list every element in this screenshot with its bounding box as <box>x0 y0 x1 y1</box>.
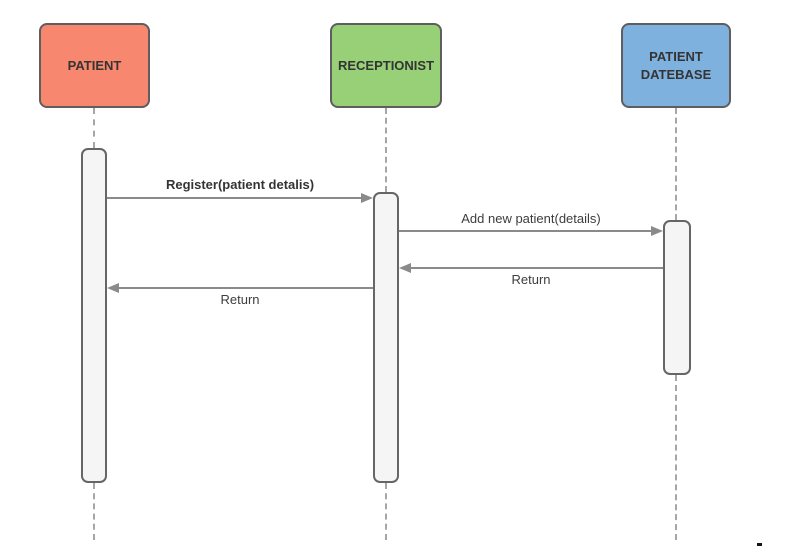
actor-box-patient-datebase[interactable]: PATIENT DATEBASE <box>621 23 731 108</box>
actor-label-patient: PATIENT <box>67 57 122 73</box>
lifeline-patient-datebase-lower <box>675 375 677 540</box>
arrow-head-right-icon <box>361 193 373 203</box>
lifeline-patient-upper <box>93 108 95 148</box>
stray-mark <box>757 543 762 546</box>
activation-bar-patient[interactable] <box>81 148 107 483</box>
lifeline-patient-datebase-upper <box>675 108 677 220</box>
actor-label-receptionist: RECEPTIONIST <box>337 57 435 73</box>
message-line-return-to-patient[interactable] <box>117 287 373 289</box>
message-label-return-to-patient[interactable]: Return <box>220 292 260 307</box>
message-label-add-new-patient[interactable]: Add new patient(details) <box>461 211 601 226</box>
actor-box-receptionist[interactable]: RECEPTIONIST <box>330 23 442 108</box>
lifeline-receptionist-upper <box>385 108 387 192</box>
lifeline-receptionist-lower <box>385 483 387 540</box>
activation-bar-receptionist[interactable] <box>373 192 399 483</box>
message-line-add-new-patient[interactable] <box>399 230 653 232</box>
message-line-register[interactable] <box>107 197 363 199</box>
arrow-head-left-icon <box>399 263 411 273</box>
message-line-return-to-receptionist[interactable] <box>409 267 663 269</box>
actor-label-patient-datebase: PATIENT DATEBASE <box>640 48 712 82</box>
activation-bar-patient-datebase[interactable] <box>663 220 691 375</box>
arrow-head-left-icon <box>107 283 119 293</box>
actor-box-patient[interactable]: PATIENT <box>39 23 150 108</box>
message-label-return-to-receptionist[interactable]: Return <box>511 272 551 287</box>
lifeline-patient-lower <box>93 483 95 540</box>
arrow-head-right-icon <box>651 226 663 236</box>
message-label-register[interactable]: Register(patient detalis) <box>165 177 315 192</box>
